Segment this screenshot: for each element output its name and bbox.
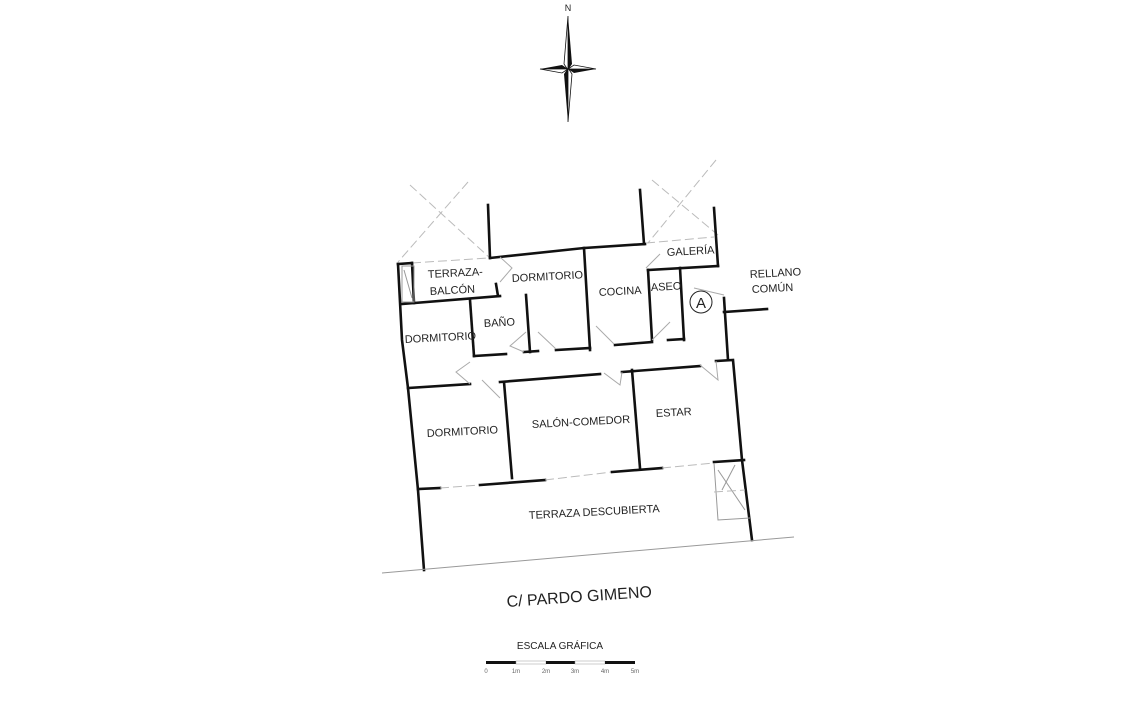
entry-marker-label: A <box>696 295 706 312</box>
label-terraza-balcon: TERRAZA- <box>428 266 484 281</box>
scale-bar: ESCALA GRÁFICA 0 1m 2m 3m 4m 5m <box>484 639 639 675</box>
scale-tick-4: 4m <box>601 669 609 675</box>
scale-title: ESCALA GRÁFICA <box>517 639 603 652</box>
scale-tick-2: 2m <box>542 669 550 675</box>
label-galeria: GALERÍA <box>666 243 715 259</box>
label-cocina: COCINA <box>599 285 643 299</box>
entry-marker-icon: A <box>689 290 713 314</box>
walls <box>381 188 795 574</box>
label-dormitorio-west: DORMITORIO <box>405 330 477 346</box>
scale-tick-1: 1m <box>512 669 520 675</box>
label-dormitorio-south: DORMITORIO <box>427 424 499 440</box>
patio-outline-east <box>647 159 719 244</box>
scale-tick-3: 3m <box>571 669 579 675</box>
patio-outline-west <box>397 181 491 263</box>
label-estar: ESTAR <box>656 406 692 420</box>
label-terraza-descubierta: TERRAZA DESCUBIERTA <box>529 503 661 522</box>
terrace-detail-east <box>713 462 751 521</box>
north-arrow-icon: N <box>539 3 597 123</box>
label-salon-comedor: SALÓN-COMEDOR <box>531 413 630 431</box>
door-swings <box>455 253 725 399</box>
street-label: C/ PARDO GIMENO <box>506 584 652 611</box>
label-aseo: ASEO <box>651 280 683 294</box>
terrace-detail-west <box>401 265 415 303</box>
label-rellano: RELLANO <box>750 266 802 281</box>
label-terraza-balcon-2: BALCÓN <box>429 283 475 298</box>
scale-tick-5: 5m <box>631 669 639 675</box>
north-label: N <box>565 3 572 13</box>
room-labels: TERRAZA- BALCÓN DORMITORIO COCINA ASEO G… <box>405 243 802 522</box>
scale-tick-0: 0 <box>484 669 488 675</box>
label-dormitorio-north: DORMITORIO <box>512 269 584 285</box>
label-rellano-2: COMÚN <box>751 281 793 296</box>
label-bano: BAÑO <box>483 315 515 330</box>
